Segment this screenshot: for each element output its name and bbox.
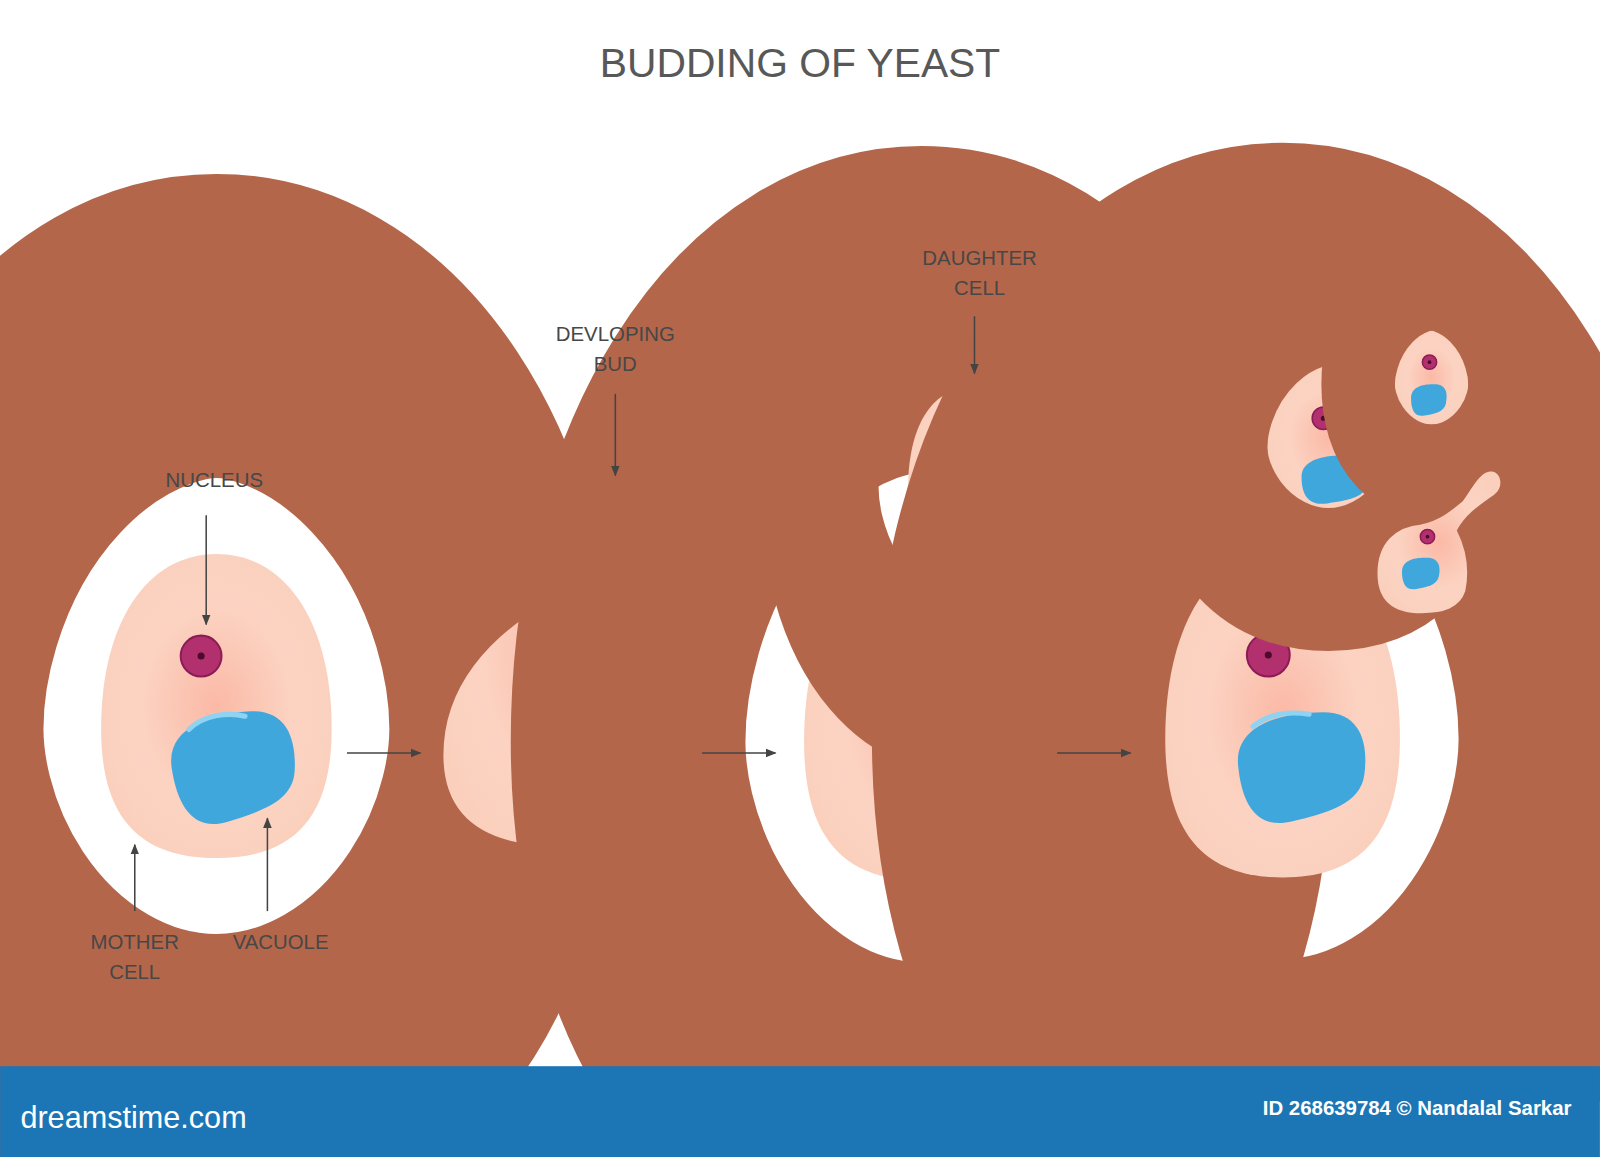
title: BUDDING OF YEAST (0, 39, 1600, 88)
credit-line: ID 268639784 © Nandalal Sarkar (1263, 1095, 1572, 1122)
leader-line (135, 316, 975, 911)
part-label: DAUGHTER CELL (908, 243, 1051, 303)
part-label: VACUOLE (214, 927, 347, 957)
part-label: DEVLOPING BUD (544, 319, 687, 379)
process-arrow (347, 752, 1131, 754)
part-label: NUCLEUS (138, 465, 291, 495)
footer-band (0, 1066, 1600, 1157)
part-label: MOTHER CELL (79, 927, 191, 987)
yeast-colony (1165, 312, 1502, 877)
watermark: dreamstime.com (20, 1098, 246, 1138)
mother-cell (101, 554, 332, 858)
